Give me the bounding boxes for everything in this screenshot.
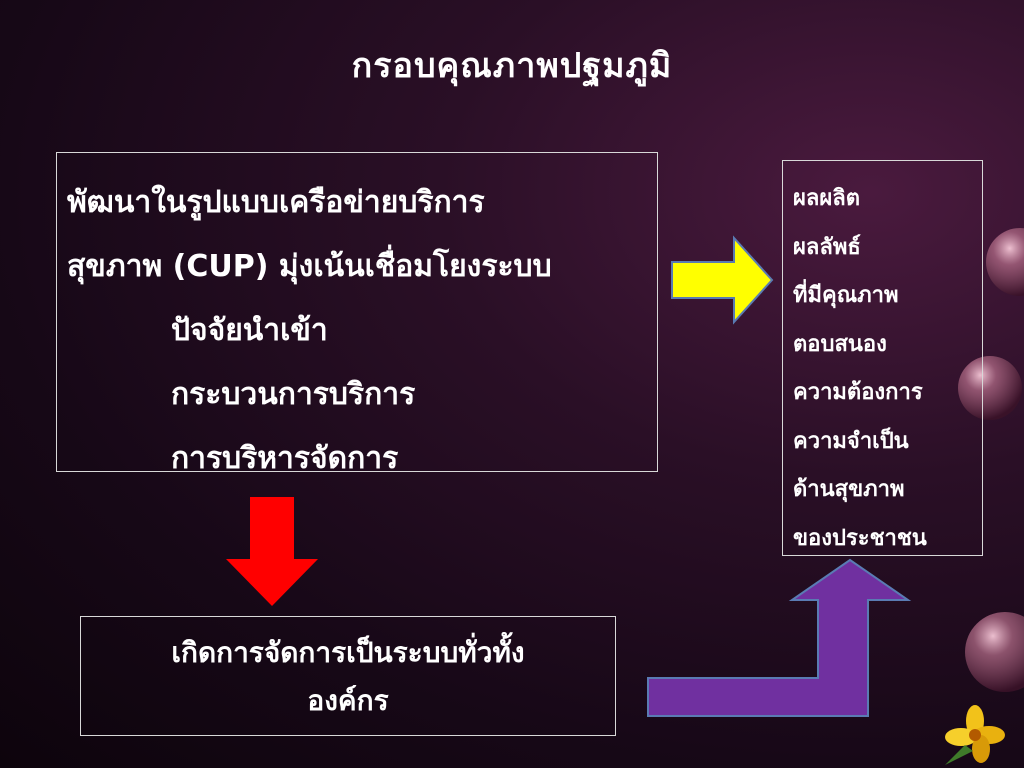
left-box-line: พัฒนาในรูปแบบเครือข่ายบริการ <box>67 185 485 220</box>
right-box-line: ด้านสุขภาพ <box>793 477 905 502</box>
left-box-item: กระบวนการบริการ <box>171 377 416 412</box>
page-title: กรอบคุณภาพปฐมภูมิ <box>351 46 673 86</box>
bottom-box-line: เกิดการจัดการเป็นระบบทั่วทั้ง <box>171 636 525 669</box>
bubble-icon <box>958 356 1022 420</box>
left-box-item: ปัจจัยนำเข้า <box>171 313 328 348</box>
flower-icon <box>945 705 1005 765</box>
right-box-line: ที่มีคุณภาพ <box>793 283 899 308</box>
right-box-line: ความต้องการ <box>793 380 923 405</box>
right-box-line: ความจำเป็น <box>793 428 909 454</box>
right-arrow-icon <box>671 235 774 325</box>
right-box-line: ผลผลิต <box>793 186 861 211</box>
bubble-icon <box>986 228 1024 296</box>
right-box-line: ผลลัพธ์ <box>793 234 861 260</box>
bubble-icon <box>965 612 1024 692</box>
left-content-box: พัฒนาในรูปแบบเครือข่ายบริการ สุขภาพ (CUP… <box>56 152 658 476</box>
right-content-box: ผลผลิต ผลลัพธ์ ที่มีคุณภาพ ตอบสนอง ความต… <box>782 160 983 556</box>
right-box-line: ของประชาชน <box>793 525 927 551</box>
left-box-item: การบริหารจัดการ <box>171 441 399 476</box>
right-box-line: ตอบสนอง <box>793 331 887 357</box>
bottom-content-box: เกิดการจัดการเป็นระบบทั่วทั้ง องค์กร <box>80 616 616 736</box>
bottom-box-line: องค์กร <box>307 684 389 717</box>
left-box-line: สุขภาพ (CUP) มุ่งเน้นเชื่อมโยงระบบ <box>67 249 552 284</box>
bent-up-arrow-icon <box>647 558 912 717</box>
down-arrow-icon <box>226 497 318 606</box>
